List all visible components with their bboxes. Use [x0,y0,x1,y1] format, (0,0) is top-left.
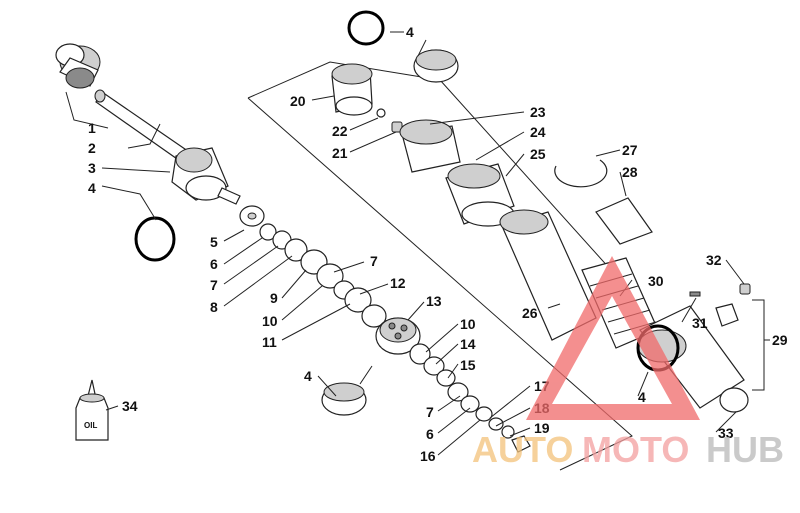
callout-27: 27 [622,142,638,158]
callout-25: 25 [530,146,546,162]
callout-33: 33 [718,425,734,441]
shaft-eye-cap [55,43,101,89]
oil-label: OIL [84,421,97,430]
callout-20: 20 [290,93,306,109]
callout-11: 11 [262,334,277,350]
callout-7: 7 [210,277,218,293]
callout-34: 34 [122,398,138,414]
o-ring-rod [134,216,176,262]
body-tube [499,209,597,341]
callout-23: 23 [530,104,546,120]
callout-16: 16 [420,448,436,464]
callout-3: 3 [88,160,96,176]
piston [375,317,421,355]
callout-22: 22 [332,123,348,139]
callout-31: 31 [692,315,708,331]
watermark-triangle-icon [526,256,700,420]
callout-4: 4 [304,368,312,384]
callout-21: 21 [332,145,348,161]
callout-6: 6 [426,426,434,442]
callout-8: 8 [210,299,218,315]
snap-ring [554,159,608,188]
callout-12: 12 [390,275,406,291]
reservoir-cap [331,63,373,116]
callout-6: 6 [210,256,218,272]
callout-9: 9 [270,290,278,306]
callout-26: 26 [522,305,538,321]
callout-32: 32 [706,252,722,268]
callout-30: 30 [648,273,664,289]
callout-28: 28 [622,164,638,180]
callout-2: 2 [88,140,96,156]
callout-4: 4 [88,180,96,196]
bearing-cap-top [413,49,459,83]
callout-1: 1 [88,120,96,136]
rod-end-body [171,147,241,205]
callout-4: 4 [638,389,646,405]
watermark-auto: AUTO [472,429,573,470]
shim-stack-upper [239,205,387,328]
bushing [399,119,461,173]
callout-14: 14 [460,336,476,352]
retainer-clip [595,197,653,245]
assembly-frame [247,61,633,471]
o-ring-top [347,10,385,46]
callout-7: 7 [370,253,378,269]
callout-19: 19 [534,420,550,436]
oil-bottle: OIL [75,379,109,441]
callout-24: 24 [530,124,546,140]
callout-29: 29 [772,332,788,348]
callout-10: 10 [262,313,278,329]
o-ring-small [376,108,386,118]
spring-adjuster-collar [445,163,515,227]
callout-4: 4 [406,24,414,40]
callout-15: 15 [460,357,476,373]
callout-10: 10 [460,316,476,332]
callout-13: 13 [426,293,442,309]
callout-7: 7 [426,404,434,420]
watermark: AUTO MOTO HUB [472,256,784,470]
leader-lines [65,31,770,456]
valve-fitting [689,283,751,327]
callout-5: 5 [210,234,218,250]
watermark-moto: MOTO [582,429,689,470]
watermark-hub: HUB [706,429,784,470]
